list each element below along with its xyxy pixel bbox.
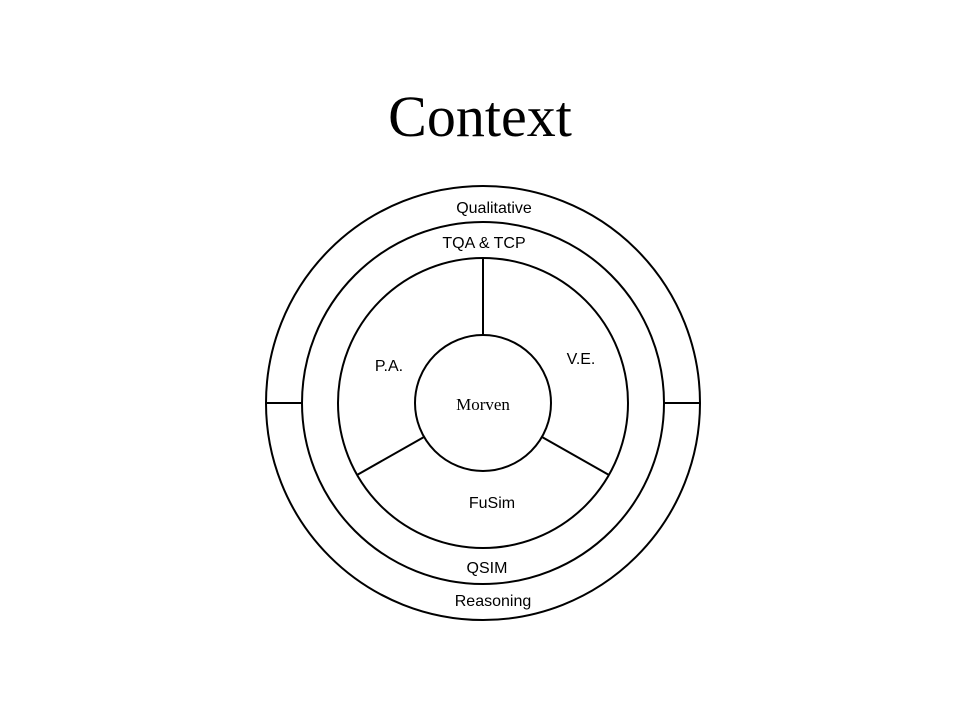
segment-right-label: V.E. bbox=[567, 351, 596, 368]
middle-ring-bottom-label: QSIM bbox=[467, 560, 508, 577]
lower-right-spoke bbox=[541, 436, 610, 476]
middle-ring-top-label: TQA & TCP bbox=[442, 235, 525, 252]
slide-title: Context bbox=[388, 84, 572, 149]
outer-ring-top-label: Qualitative bbox=[456, 200, 532, 217]
center-label: Morven bbox=[456, 395, 510, 414]
segment-bottom-label: FuSim bbox=[469, 495, 515, 512]
segment-left-label: P.A. bbox=[375, 358, 403, 375]
outer-ring-bottom-label: Reasoning bbox=[455, 593, 532, 610]
lower-left-spoke bbox=[356, 436, 425, 476]
